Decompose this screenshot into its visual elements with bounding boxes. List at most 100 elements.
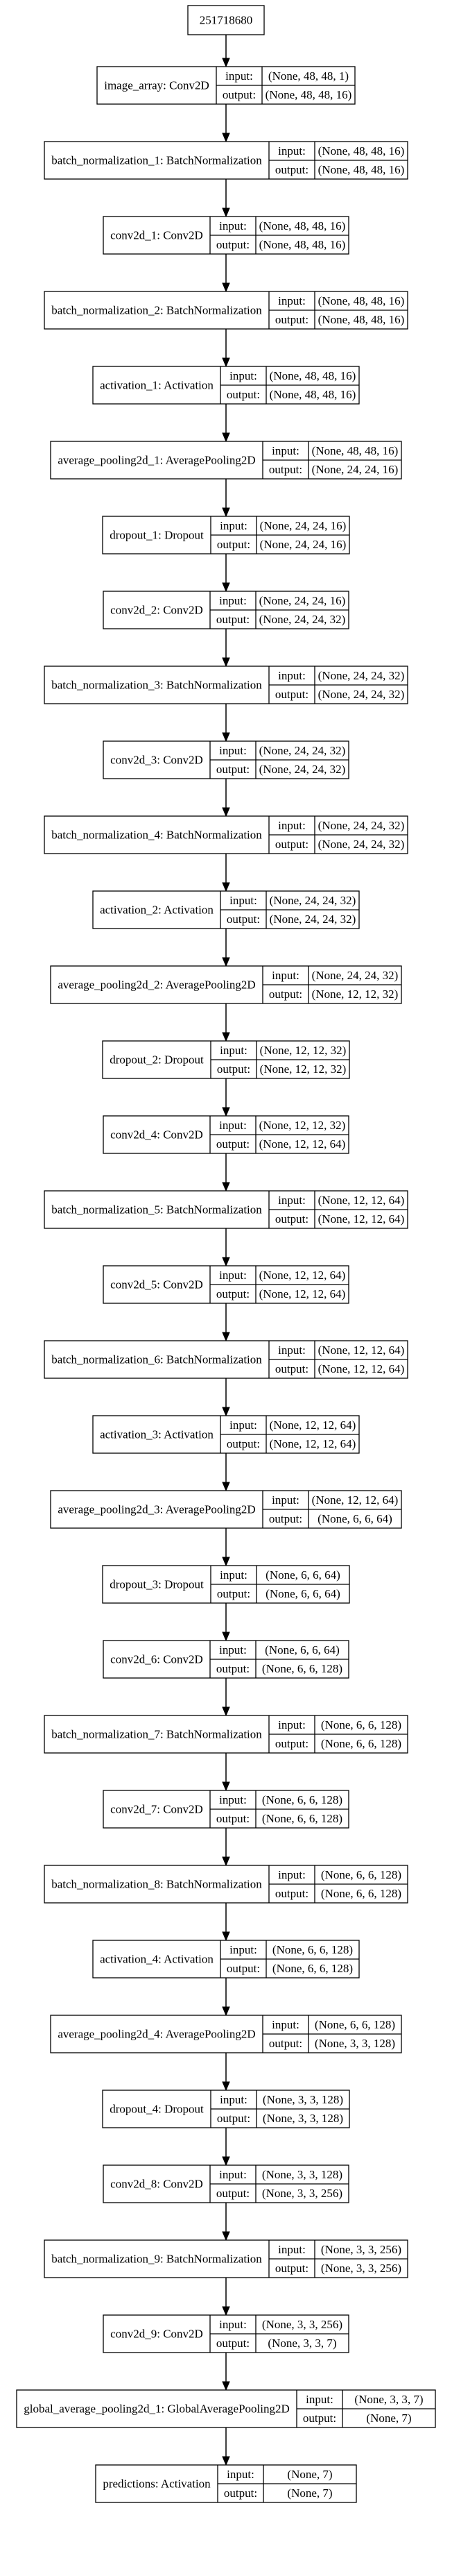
output-label: output:	[275, 1362, 308, 1375]
output-shape: (None, 12, 12, 64)	[259, 1287, 346, 1300]
layer-node: batch_normalization_9: BatchNormalizatio…	[44, 2239, 408, 2278]
input-shape: (None, 3, 3, 256)	[262, 2318, 342, 2331]
layer-name: dropout_1: Dropout	[110, 529, 204, 542]
layer-name: conv2d_3: Conv2D	[110, 754, 203, 767]
output-label: output:	[223, 88, 256, 101]
layer-node: global_average_pooling2d_1: GlobalAverag…	[16, 2389, 436, 2428]
input-label: input:	[278, 294, 306, 307]
input-shape: (None, 48, 48, 16)	[318, 144, 405, 158]
input-label: input:	[278, 669, 306, 682]
output-label: output:	[275, 838, 308, 851]
input-shape: (None, 12, 12, 64)	[318, 1194, 405, 1207]
layer-node: average_pooling2d_2: AveragePooling2Dinp…	[50, 965, 402, 1004]
edge-arrow	[222, 254, 230, 293]
edge-arrow	[222, 1078, 230, 1117]
output-shape: (None, 48, 48, 16)	[270, 388, 356, 401]
input-label: input:	[220, 2093, 247, 2106]
output-label: output:	[275, 313, 308, 326]
layer-name: conv2d_5: Conv2D	[110, 1278, 203, 1291]
input-shape: (None, 12, 12, 32)	[260, 1044, 347, 1057]
edge-arrow	[222, 1153, 230, 1192]
layer-node: batch_normalization_1: BatchNormalizatio…	[44, 141, 408, 180]
layer-node: batch_normalization_7: BatchNormalizatio…	[44, 1715, 408, 1754]
output-label: output:	[275, 1887, 308, 1900]
edge-arrow	[222, 629, 230, 668]
output-shape: (None, 48, 48, 16)	[318, 313, 405, 326]
output-shape: (None, 6, 6, 128)	[321, 1737, 401, 1750]
edge-arrow	[222, 1303, 230, 1342]
root-node: 251718680	[187, 5, 265, 35]
output-shape: (None, 24, 24, 32)	[259, 763, 346, 776]
output-shape: (None, 12, 12, 64)	[318, 1362, 405, 1375]
layer-name: average_pooling2d_3: AveragePooling2D	[58, 1503, 255, 1516]
output-label: output:	[217, 538, 250, 551]
input-shape: (None, 7)	[287, 2468, 332, 2481]
output-label: output:	[216, 2187, 250, 2200]
edge-arrow	[222, 179, 230, 218]
output-label: output:	[275, 2262, 308, 2275]
layer-node: activation_2: Activationinput:output:(No…	[92, 890, 360, 929]
output-label: output:	[217, 1062, 250, 1076]
output-label: output:	[216, 613, 250, 626]
layer-name: image_array: Conv2D	[104, 79, 209, 92]
edge-arrow	[222, 1003, 230, 1042]
input-label: input:	[227, 2468, 254, 2481]
edge-arrow	[222, 1678, 230, 1717]
layer-node: average_pooling2d_3: AveragePooling2Dinp…	[50, 1490, 402, 1529]
output-label: output:	[275, 1737, 308, 1750]
output-shape: (None, 48, 48, 16)	[259, 238, 346, 251]
input-label: input:	[278, 1868, 306, 1881]
edge-arrow	[222, 479, 230, 518]
output-shape: (None, 24, 24, 16)	[260, 538, 347, 551]
layer-node: activation_4: Activationinput:output:(No…	[92, 1940, 360, 1978]
input-label: input:	[272, 444, 299, 457]
input-label: input:	[219, 2168, 247, 2181]
layer-name: batch_normalization_6: BatchNormalizatio…	[51, 1353, 262, 1366]
input-label: input:	[306, 2393, 333, 2406]
output-label: output:	[224, 2486, 257, 2500]
layer-name: global_average_pooling2d_1: GlobalAverag…	[24, 2403, 290, 2416]
output-label: output:	[275, 1212, 308, 1226]
edge-arrow	[222, 1603, 230, 1642]
layer-name: conv2d_9: Conv2D	[110, 2328, 203, 2341]
edge-arrow	[222, 1453, 230, 1492]
edge-arrow	[222, 104, 230, 143]
input-shape: (None, 48, 48, 1)	[268, 69, 349, 83]
input-label: input:	[219, 2318, 247, 2331]
layer-node: average_pooling2d_1: AveragePooling2Dinp…	[50, 441, 402, 480]
layer-name: dropout_2: Dropout	[110, 1053, 204, 1067]
input-shape: (None, 3, 3, 128)	[262, 2168, 342, 2181]
output-shape: (None, 6, 6, 64)	[318, 1512, 392, 1525]
output-shape: (None, 3, 3, 7)	[268, 2337, 336, 2350]
layer-node: batch_normalization_2: BatchNormalizatio…	[44, 291, 408, 330]
output-shape: (None, 12, 12, 64)	[318, 1212, 405, 1226]
edge-arrow	[222, 1828, 230, 1867]
output-shape: (None, 12, 12, 32)	[260, 1062, 347, 1076]
edge-arrow	[222, 404, 230, 443]
output-label: output:	[217, 2112, 250, 2125]
edge-arrow	[222, 35, 230, 68]
output-shape: (None, 24, 24, 16)	[312, 463, 399, 476]
layer-name: conv2d_2: Conv2D	[110, 604, 203, 617]
output-shape: (None, 7)	[366, 2412, 411, 2425]
input-label: input:	[229, 369, 257, 382]
edge-arrow	[222, 554, 230, 593]
layer-name: predictions: Activation	[103, 2477, 211, 2491]
input-label: input:	[220, 1044, 247, 1057]
input-shape: (None, 48, 48, 16)	[318, 294, 405, 307]
layer-name: average_pooling2d_4: AveragePooling2D	[58, 2028, 255, 2041]
layer-name: batch_normalization_5: BatchNormalizatio…	[51, 1203, 262, 1217]
input-shape: (None, 24, 24, 32)	[259, 744, 346, 757]
output-label: output:	[216, 1662, 250, 1675]
input-label: input:	[278, 1718, 306, 1731]
input-label: input:	[219, 594, 247, 607]
input-shape: (None, 12, 12, 64)	[270, 1418, 356, 1432]
input-shape: (None, 6, 6, 128)	[321, 1718, 401, 1731]
layer-name: batch_normalization_3: BatchNormalizatio…	[51, 679, 262, 692]
